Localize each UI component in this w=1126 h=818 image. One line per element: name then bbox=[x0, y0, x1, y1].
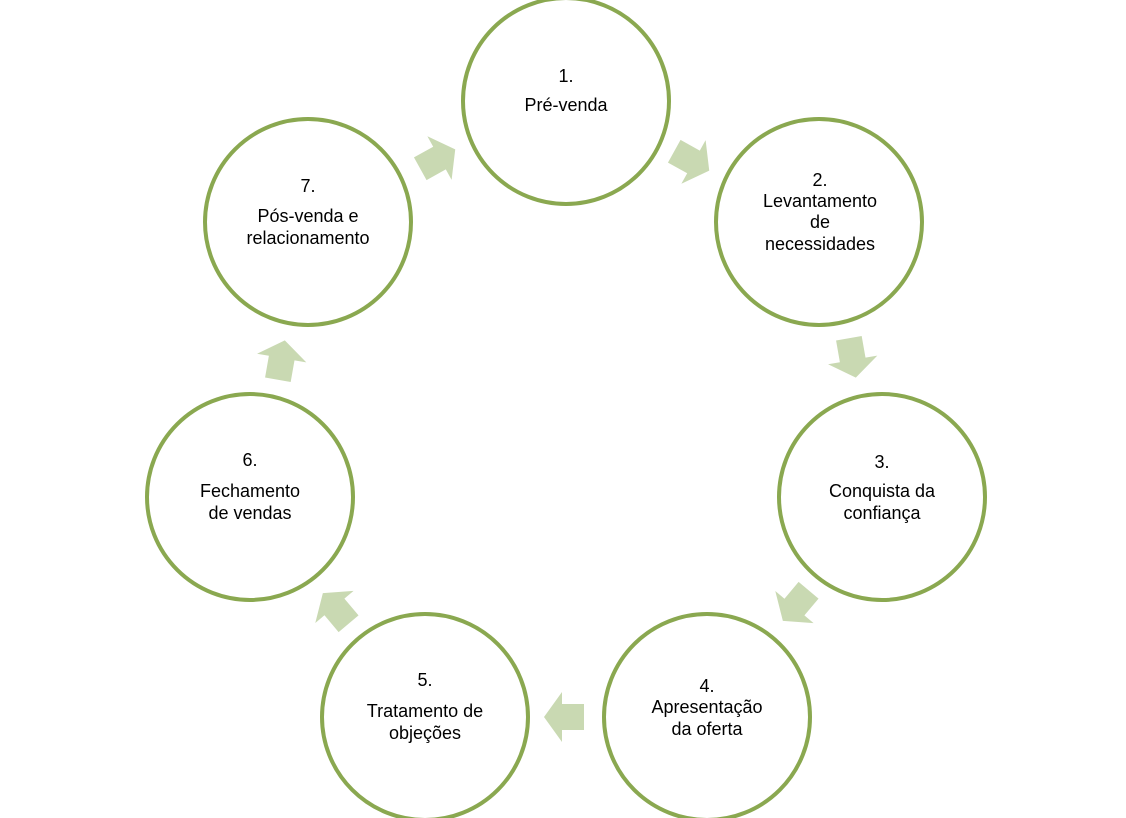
stage-2-label-line-2: de bbox=[810, 212, 830, 232]
stage-7-circle bbox=[203, 117, 413, 327]
stage-3-label-line-1: Conquista da bbox=[829, 481, 936, 501]
stage-1: 1. Pré-venda bbox=[461, 0, 671, 206]
stage-6-label-line-2: de vendas bbox=[208, 503, 291, 523]
stage-5: 5. Tratamento de objeções bbox=[320, 612, 530, 818]
stage-2-circle bbox=[714, 117, 924, 327]
stage-4: 4. Apresentação da oferta bbox=[602, 612, 812, 818]
stage-5-label-line-2: objeções bbox=[389, 723, 461, 743]
stage-7-label-line-1: Pós-venda e bbox=[257, 206, 358, 226]
arrow-7-to-1 bbox=[413, 136, 456, 181]
stage-1-number: 1. bbox=[558, 66, 573, 86]
arrow-5-to-6-shape bbox=[315, 590, 359, 633]
stage-3-number: 3. bbox=[874, 452, 889, 472]
stage-1-circle bbox=[461, 0, 671, 206]
stage-1-label-line-1: Pré-venda bbox=[524, 95, 608, 115]
arrow-6-to-7-shape bbox=[257, 340, 307, 382]
arrow-1-to-2-shape bbox=[667, 139, 710, 184]
arrow-4-to-5 bbox=[544, 692, 584, 742]
stage-6-number: 6. bbox=[242, 450, 257, 470]
stage-3: 3. Conquista da confiança bbox=[777, 392, 987, 602]
stage-5-circle bbox=[320, 612, 530, 818]
stage-4-label-line-1: Apresentação bbox=[651, 697, 762, 717]
arrow-7-to-1-shape bbox=[413, 136, 456, 181]
stage-7: 7. Pós-venda e relacionamento bbox=[203, 117, 413, 327]
stage-4-circle bbox=[602, 612, 812, 818]
stage-3-label-line-2: confiança bbox=[843, 503, 921, 523]
arrow-1-to-2 bbox=[667, 139, 710, 184]
arrow-4-to-5-shape bbox=[544, 692, 584, 742]
stage-5-number: 5. bbox=[417, 670, 432, 690]
arrow-2-to-3-shape bbox=[828, 336, 878, 378]
stage-4-label-line-2: da oferta bbox=[671, 719, 743, 739]
arrow-2-to-3 bbox=[828, 336, 878, 378]
stage-3-circle bbox=[777, 392, 987, 602]
stage-7-label-line-2: relacionamento bbox=[246, 228, 369, 248]
stage-6: 6. Fechamento de vendas bbox=[145, 392, 355, 602]
stage-7-number: 7. bbox=[300, 176, 315, 196]
stage-5-label-line-1: Tratamento de bbox=[367, 701, 483, 721]
stage-6-label-line-1: Fechamento bbox=[200, 481, 300, 501]
stage-2-label-line-1: Levantamento bbox=[763, 191, 877, 211]
stage-6-circle bbox=[145, 392, 355, 602]
arrow-3-to-4-shape bbox=[775, 581, 819, 624]
arrow-5-to-6 bbox=[315, 590, 359, 633]
stage-2: 2. Levantamento de necessidades bbox=[714, 117, 924, 327]
arrow-3-to-4 bbox=[775, 581, 819, 624]
arrow-6-to-7 bbox=[257, 340, 307, 382]
stage-2-label-line-3: necessidades bbox=[765, 234, 875, 254]
stage-2-number: 2. bbox=[812, 170, 827, 190]
stage-4-number: 4. bbox=[699, 676, 714, 696]
